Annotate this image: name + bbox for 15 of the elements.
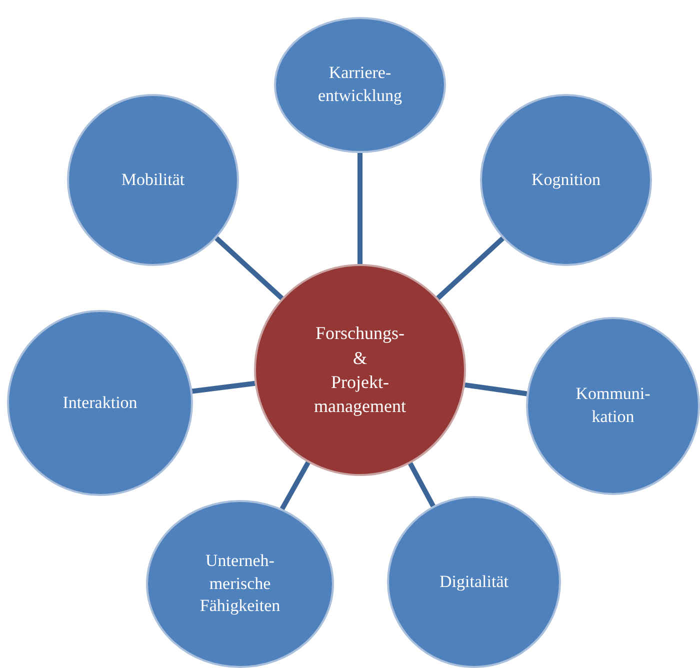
circle-label: Karriere- entwicklung (318, 62, 402, 107)
connector-line (358, 153, 362, 264)
circle-label: Mobilität (121, 168, 185, 191)
connector-line (192, 380, 256, 394)
connector-line (214, 236, 284, 300)
circle-label: Interaktion (62, 392, 138, 414)
circle-label: Forschungs- & Projekt- management (313, 322, 407, 418)
circle-label: Kommuni- kation (576, 383, 650, 428)
circle-label: Unterneh- merische Fähigkeiten (200, 550, 280, 618)
circle-label: Kognition (532, 168, 600, 191)
connector-line (280, 461, 310, 510)
circle-label: Digitalität (440, 570, 508, 593)
connector-line (464, 382, 528, 396)
connector-line (436, 236, 504, 300)
connector-line (408, 462, 436, 508)
